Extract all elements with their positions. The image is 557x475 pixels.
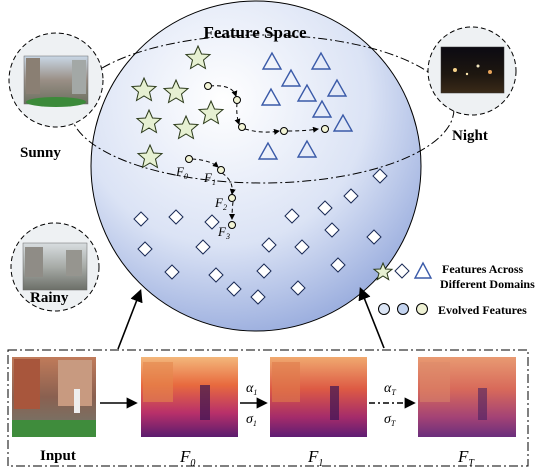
label-f0: F0 <box>175 164 188 181</box>
triangle-icon <box>260 87 282 106</box>
triangle-icon <box>261 51 283 70</box>
circle-node-icon <box>416 303 428 315</box>
diamond-icon <box>208 267 224 283</box>
star-icon <box>184 44 212 70</box>
pipeline-box <box>7 349 529 467</box>
star-icon <box>197 99 225 125</box>
circle-node-icon <box>378 303 390 315</box>
triangle-icons <box>257 51 354 160</box>
star-icon <box>135 108 163 134</box>
legend-features-line1: Features Across <box>442 262 524 276</box>
triangle-icon <box>257 141 279 160</box>
sigma-1: σ1 <box>246 412 257 428</box>
heatmap-f1 <box>270 357 367 437</box>
night-label: Night <box>452 128 488 144</box>
diamond-icon <box>164 264 180 280</box>
circle-node-icon <box>397 303 409 315</box>
label-f1: F1 <box>203 170 216 187</box>
night-domain: Night <box>427 26 517 144</box>
evolution-nodes-upper <box>204 82 329 135</box>
star-icon <box>162 78 190 104</box>
map-label-f0: F0 <box>179 447 195 469</box>
evolution-nodes-lower <box>185 155 236 229</box>
alpha-1: α1 <box>246 381 257 397</box>
rainy-label: Rainy <box>30 290 69 306</box>
diamond-icon <box>366 229 382 245</box>
arrow-to-sphere-right <box>358 287 385 349</box>
sigma-t: σT <box>384 412 396 428</box>
circle-node-icon <box>204 82 212 90</box>
diamond-icon <box>204 214 220 230</box>
arrow-to-sphere-left <box>117 289 143 350</box>
star-icon <box>130 76 158 102</box>
input-image <box>12 357 96 437</box>
circle-node-icon <box>238 123 246 131</box>
rainy-domain: Rainy <box>10 222 100 312</box>
diamond-icon <box>261 237 277 253</box>
diamond-icon <box>168 209 184 225</box>
triangle-icon <box>296 83 318 102</box>
diamond-icon <box>195 239 211 255</box>
triangle-icon <box>310 51 332 70</box>
circle-node-icon <box>217 166 225 174</box>
circle-node-icon <box>321 125 329 133</box>
sunny-label: Sunny <box>20 145 61 161</box>
diamond-icon <box>226 281 242 297</box>
legend: Features Across Different Domains Evolve… <box>372 261 535 317</box>
map-label-ft: FT <box>457 447 475 469</box>
map-label-f1: F1 <box>307 447 323 469</box>
star-icons <box>130 44 225 169</box>
star-icon <box>372 261 394 281</box>
circle-node-icon <box>228 194 236 202</box>
diamond-icon <box>250 289 266 305</box>
diamond-icon <box>324 222 340 238</box>
input-label: Input <box>40 448 76 464</box>
circle-node-icon <box>233 96 241 104</box>
alpha-t: αT <box>384 381 396 397</box>
triangle-icon <box>326 78 348 97</box>
feature-space-title: Feature Space <box>203 23 307 42</box>
heatmap-f0 <box>141 357 238 437</box>
diamond-icon <box>294 239 310 255</box>
label-f3: F3 <box>217 224 230 241</box>
star-icon <box>172 114 200 140</box>
triangle-icon <box>311 99 333 118</box>
circle-node-icon <box>280 127 288 135</box>
evolution-path-lower <box>191 158 236 220</box>
diamond-icon <box>317 200 333 216</box>
star-icon <box>136 143 164 169</box>
legend-evolved: Evolved Features <box>438 303 527 317</box>
triangle-icon <box>296 139 318 158</box>
triangle-icon <box>413 261 433 279</box>
diamond-icon <box>330 257 346 273</box>
circle-node-icon <box>228 221 236 229</box>
evolution-path-upper <box>209 85 319 135</box>
diamond-icon <box>137 241 153 257</box>
heatmap-ft <box>418 357 516 437</box>
label-f2: F2 <box>214 195 227 212</box>
diamond-icon <box>343 188 359 204</box>
triangle-icon <box>332 113 354 132</box>
triangle-icon <box>280 68 302 87</box>
sunny-domain: Sunny <box>8 32 104 161</box>
diamond-icons <box>133 168 388 305</box>
night-photo <box>440 46 505 94</box>
diamond-icon <box>290 280 306 296</box>
circle-node-icon <box>185 155 193 163</box>
diamond-icon <box>284 208 300 224</box>
diamond-icon <box>133 211 149 227</box>
diamond-icon <box>394 263 410 279</box>
legend-features-line2: Different Domains <box>440 277 535 291</box>
diamond-icon <box>256 263 272 279</box>
diamond-icon <box>372 168 388 184</box>
